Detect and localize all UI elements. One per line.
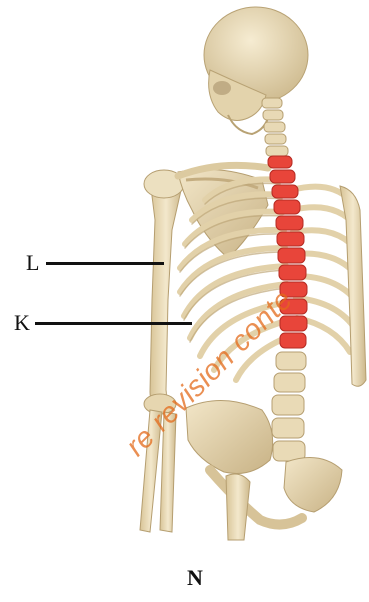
label-k: K [14,312,30,334]
pelvis [186,400,342,524]
lumbar-spine [272,352,306,461]
leader-line-k [35,322,192,325]
label-n: N [187,567,203,589]
cervical-spine [262,98,288,156]
label-l: L [26,252,39,274]
leader-line-l [46,262,164,265]
femur [226,474,250,540]
skull [204,7,308,134]
rib-cage [180,179,360,380]
